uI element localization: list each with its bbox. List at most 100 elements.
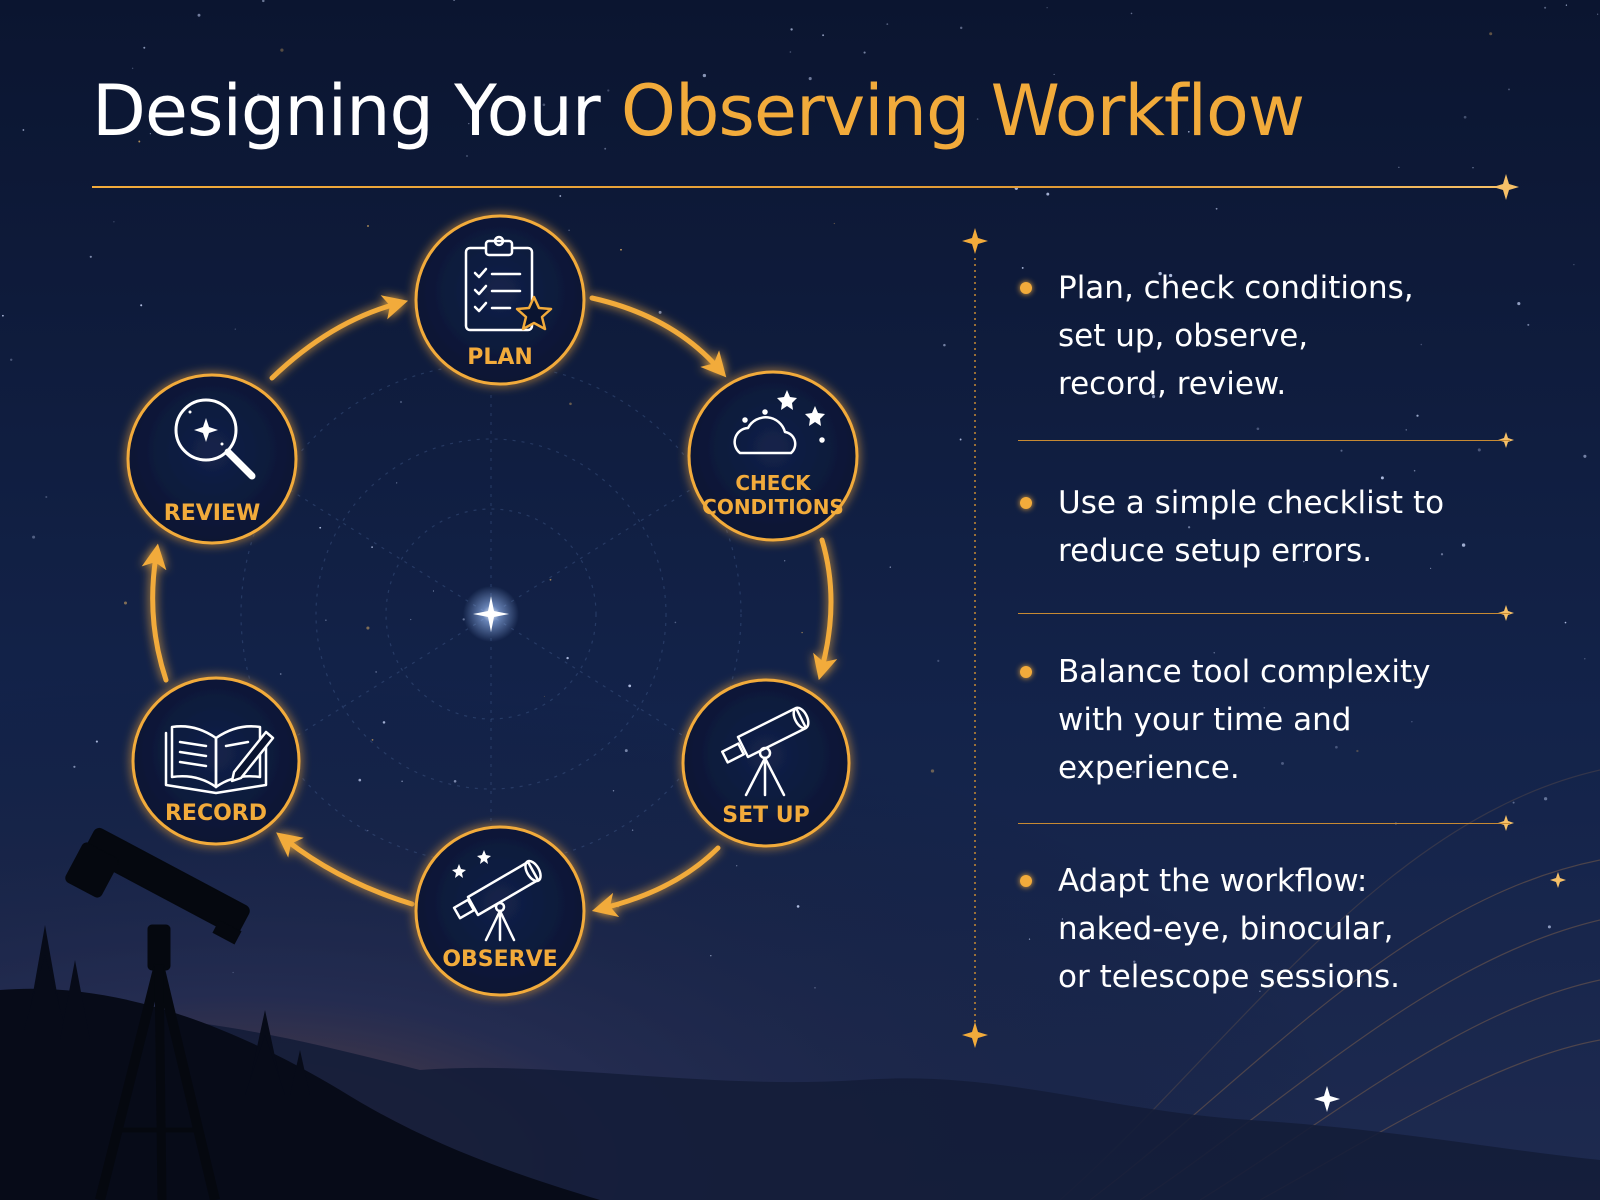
background-star xyxy=(1430,567,1432,570)
background-star xyxy=(1573,264,1575,266)
bullet-divider xyxy=(1018,823,1510,824)
background-star xyxy=(1133,960,1136,963)
background-star xyxy=(736,865,738,867)
background-star xyxy=(569,402,572,406)
background-star xyxy=(1340,449,1343,452)
background-star xyxy=(123,601,128,605)
bullet-2-line-2: reduce setup errors. xyxy=(1058,533,1373,569)
cycle-label-check: CHECK xyxy=(735,471,812,495)
background-star xyxy=(808,77,812,81)
background-star xyxy=(140,304,143,307)
magnifier-star-icon xyxy=(174,398,256,480)
background-star xyxy=(976,118,979,120)
background-star xyxy=(1565,4,1568,6)
background-star xyxy=(790,28,793,31)
background-star xyxy=(366,224,370,228)
cycle-label-review: REVIEW xyxy=(164,501,260,526)
background-star xyxy=(1405,429,1407,431)
background-star xyxy=(1187,526,1191,529)
background-star xyxy=(213,117,217,121)
sparkle-icon xyxy=(962,1022,988,1048)
background-star xyxy=(1597,13,1599,15)
background-star xyxy=(1583,454,1587,458)
clipboard-checklist-star-icon xyxy=(464,235,553,332)
background-star xyxy=(1413,469,1416,472)
background-star xyxy=(886,23,889,25)
background-star xyxy=(1368,503,1372,507)
bullet-3-line-3: experience. xyxy=(1058,750,1240,786)
background-star xyxy=(822,34,825,37)
background-star xyxy=(566,656,569,660)
background-star xyxy=(1547,925,1551,929)
background-star xyxy=(1281,761,1284,765)
bullet-2-line-1: Use a simple checklist to xyxy=(1058,485,1445,521)
background-star xyxy=(604,147,607,150)
bullet-item-1: Plan, check conditions, set up, observe,… xyxy=(1018,264,1518,408)
background-star xyxy=(1263,706,1266,709)
background-star xyxy=(149,133,151,135)
background-star xyxy=(1053,73,1055,75)
background-star xyxy=(32,535,36,539)
background-star xyxy=(801,631,803,634)
bullet-1-line-3: record, review. xyxy=(1058,366,1287,402)
background-star xyxy=(1477,448,1481,452)
cycle-arrows xyxy=(141,295,838,918)
background-star xyxy=(10,358,13,361)
background-star xyxy=(789,51,792,53)
background-star xyxy=(542,103,546,107)
background-star xyxy=(1359,887,1363,891)
background-star xyxy=(131,67,134,70)
cycle-node-record: RECORD xyxy=(131,676,301,846)
bullet-3-line-1: Balance tool complexity xyxy=(1058,654,1431,690)
background-star xyxy=(543,695,545,697)
background-star xyxy=(453,0,456,2)
arrow-review-to-plan xyxy=(269,295,409,381)
background-star xyxy=(375,671,377,673)
background-star xyxy=(784,560,786,562)
background-star xyxy=(1472,166,1474,169)
background-star xyxy=(1046,7,1048,9)
telescope-stars-icon xyxy=(452,850,542,942)
background-star xyxy=(232,971,234,974)
bullet-3-line-2: with your time and xyxy=(1058,702,1352,738)
background-star xyxy=(1564,621,1567,624)
bullet-1-line-2: set up, observe, xyxy=(1058,318,1309,354)
background-star xyxy=(432,590,434,592)
bullet-1-line-1: Plan, check conditions, xyxy=(1058,270,1414,306)
sparkle-icon xyxy=(1493,174,1519,200)
background-star xyxy=(1152,395,1156,399)
telescope-silhouette xyxy=(65,827,250,1200)
sparkle-icon xyxy=(962,228,988,254)
background-star xyxy=(612,790,615,792)
cycle-label-plan: PLAN xyxy=(467,345,533,370)
cycle-node-set-up: SET UP xyxy=(681,678,851,848)
bullet-4-line-2: naked-eye, binocular, xyxy=(1058,911,1394,947)
background-star xyxy=(1420,343,1423,346)
arrow-setup-to-observe xyxy=(591,845,721,918)
background-star xyxy=(1508,88,1510,91)
background-star xyxy=(325,619,327,621)
background-star xyxy=(937,659,940,662)
background-star xyxy=(674,621,677,624)
background-star xyxy=(197,13,201,17)
background-star xyxy=(1463,115,1467,119)
background-star xyxy=(863,51,866,54)
background-star xyxy=(73,765,76,768)
background-star xyxy=(1168,273,1173,278)
arrow-observe-to-record xyxy=(276,832,415,907)
background-star xyxy=(382,721,386,724)
background-star xyxy=(628,684,632,688)
background-star xyxy=(889,566,891,568)
background-star xyxy=(401,780,403,783)
background-star xyxy=(319,526,322,529)
background-star xyxy=(833,222,835,225)
bullet-divider xyxy=(1018,613,1510,614)
background-star xyxy=(257,93,260,97)
background-star xyxy=(1082,928,1084,931)
background-star xyxy=(1021,266,1024,269)
background-star xyxy=(624,749,628,753)
background-star xyxy=(262,0,265,3)
background-star xyxy=(658,310,662,314)
background-star xyxy=(1424,671,1427,673)
